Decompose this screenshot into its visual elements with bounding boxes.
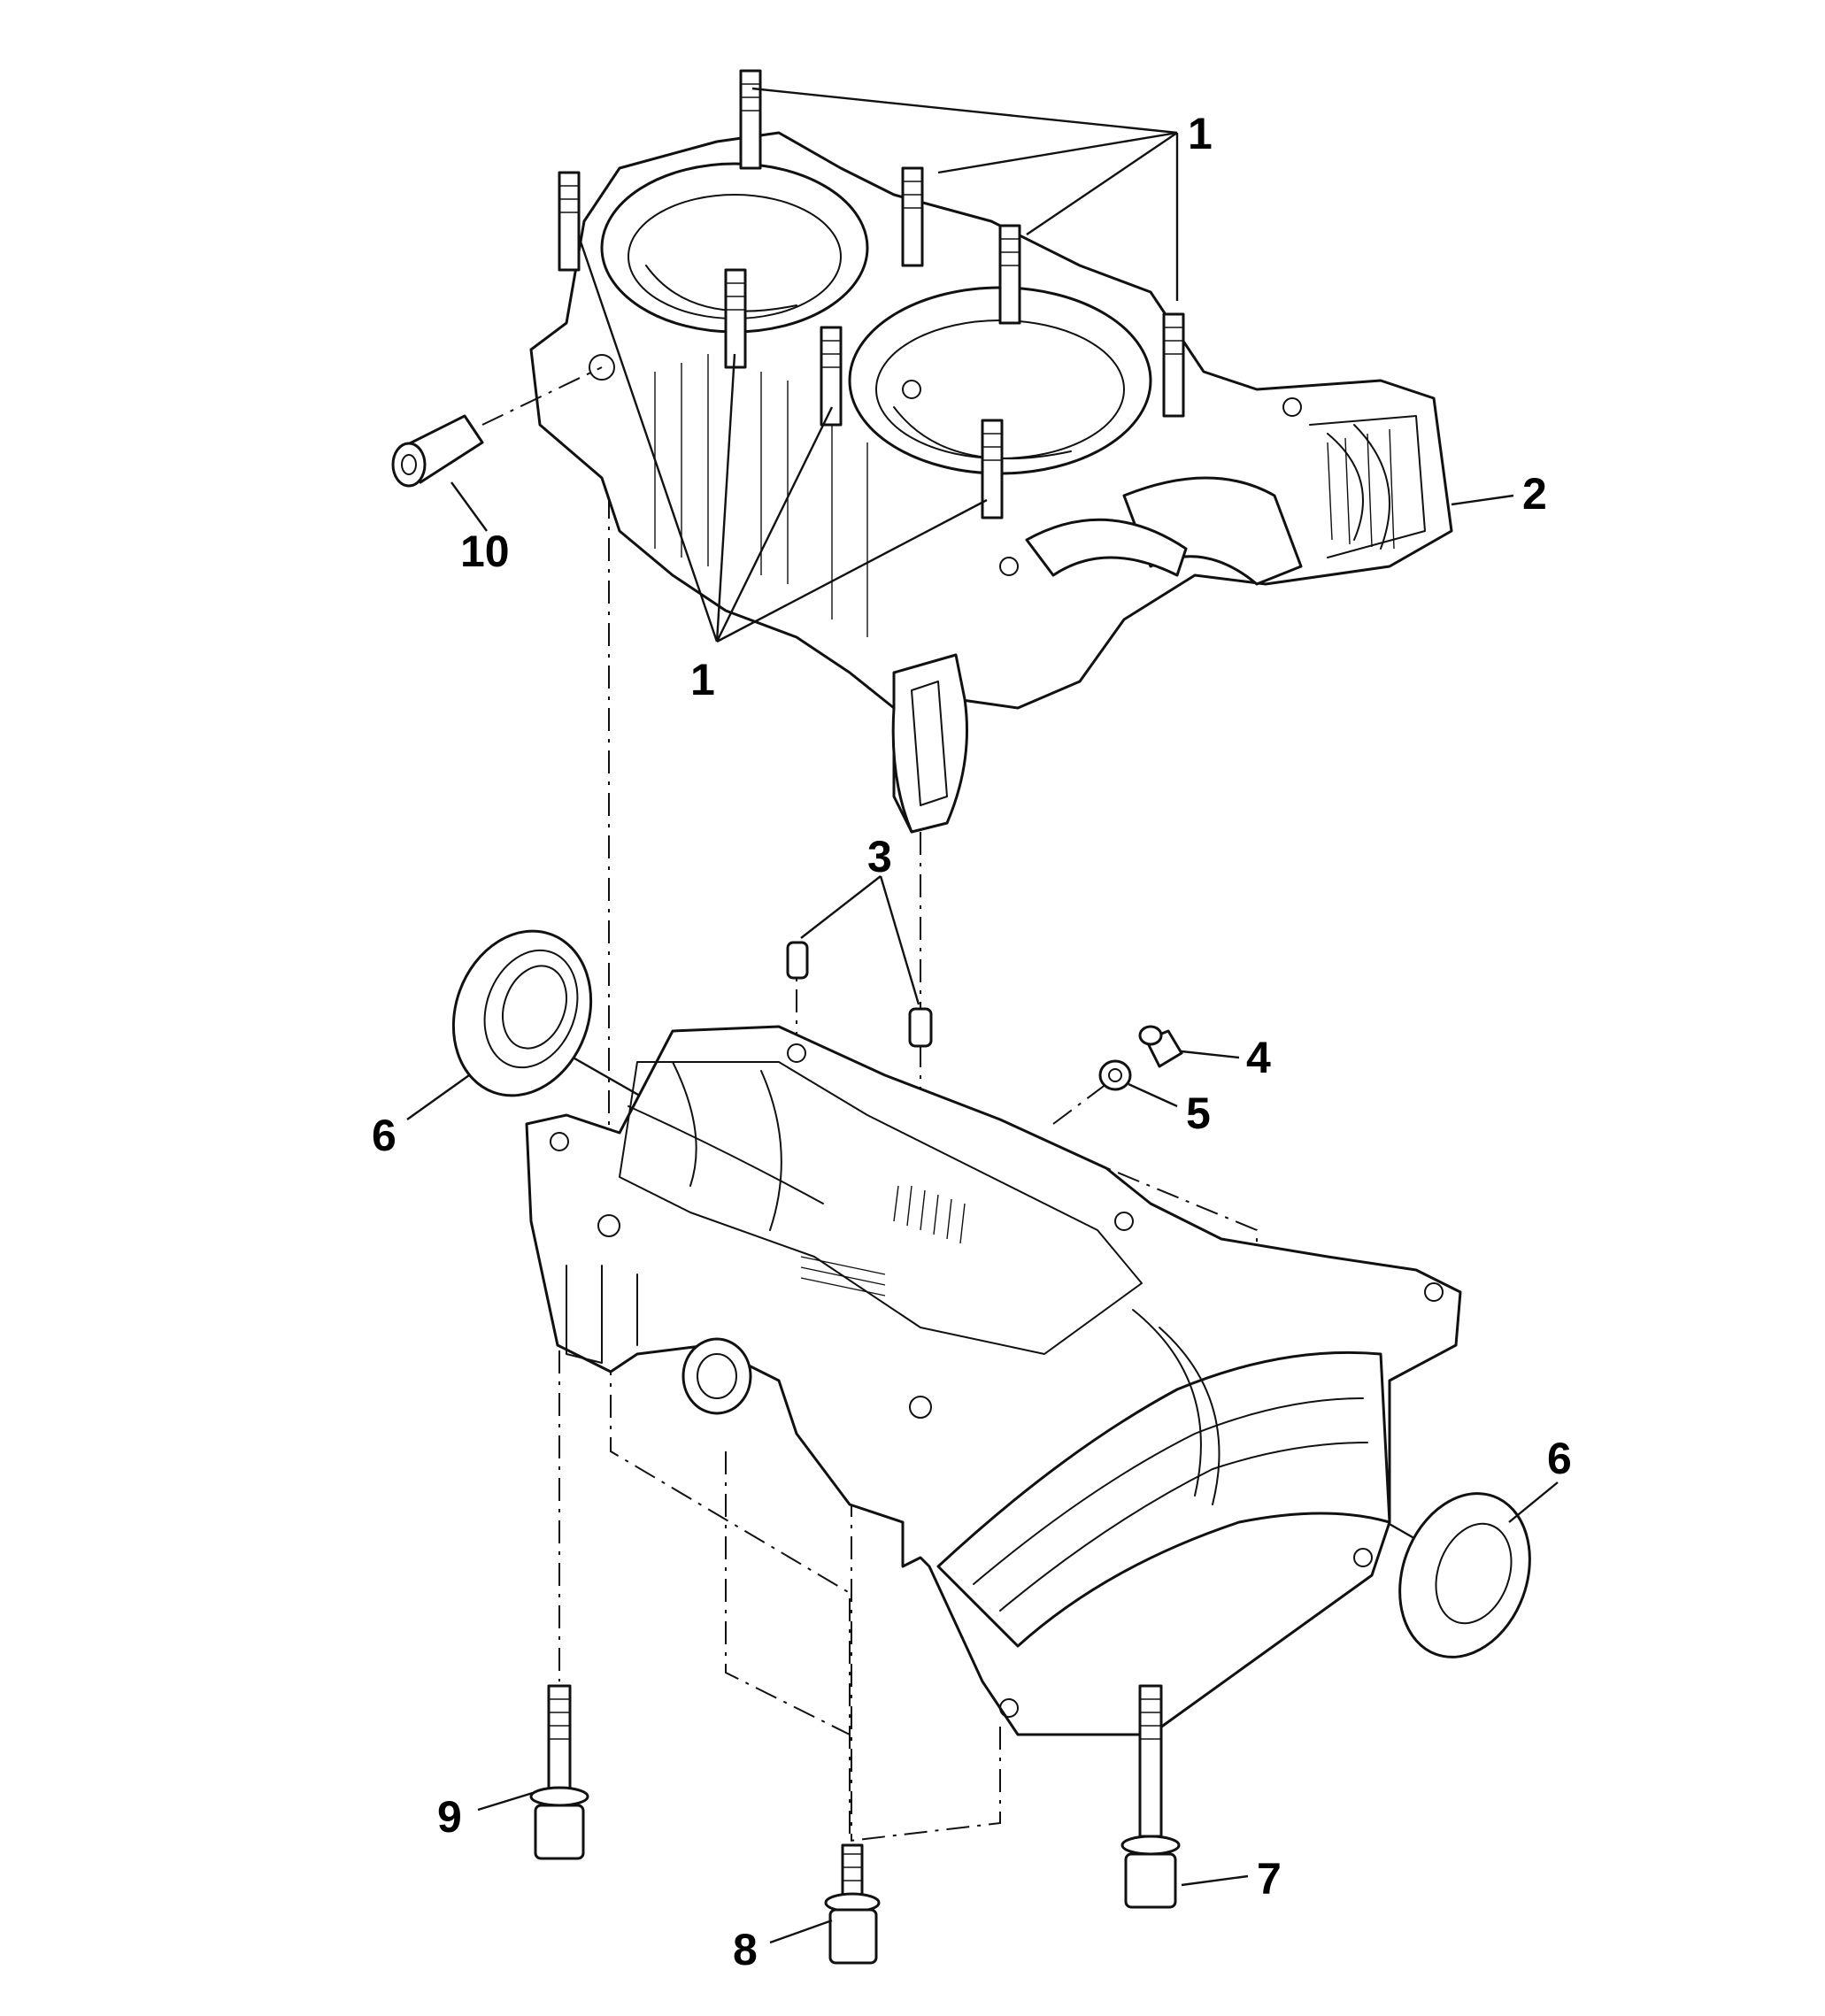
dowel-pin-1	[786, 941, 809, 980]
stud-8	[981, 419, 1004, 519]
lower-crankcase	[525, 1025, 1462, 1736]
callout-1-bottom: 1	[690, 655, 715, 704]
stud-4	[1162, 312, 1185, 418]
bolt-part-8	[824, 1843, 881, 1965]
callout-labels: 1 1 2 3 4 5 6 6 7 8 9 10	[372, 109, 1572, 1974]
callout-2: 2	[1522, 469, 1547, 519]
leader-lines	[406, 87, 1559, 1944]
dowel-pin-2	[908, 1007, 933, 1048]
upper-crankcase-shading	[654, 354, 1395, 637]
callout-1-top: 1	[1188, 109, 1213, 158]
gear-teeth	[800, 1185, 966, 1297]
callout-9: 9	[437, 1792, 462, 1842]
callout-4: 4	[1246, 1033, 1271, 1082]
callout-8: 8	[733, 1925, 758, 1974]
bolt-part-7	[1120, 1684, 1181, 1909]
stud-5	[558, 171, 581, 272]
stud-6	[724, 268, 747, 369]
stud-3	[998, 224, 1021, 325]
callout-5: 5	[1186, 1089, 1211, 1138]
oil-seal-right	[1398, 1492, 1531, 1658]
callout-10: 10	[460, 527, 510, 576]
stud-2	[901, 166, 924, 267]
callout-6-left: 6	[372, 1111, 397, 1160]
stud-7	[820, 326, 843, 427]
oil-seal-left	[451, 929, 593, 1097]
bolt-part-9	[529, 1684, 589, 1860]
stud-1	[739, 69, 762, 170]
callout-7: 7	[1257, 1854, 1282, 1904]
cylinder-studs	[558, 69, 1185, 519]
plug-and-washer	[1098, 1025, 1183, 1091]
dowel-pins	[786, 941, 933, 1048]
fitting-part-10	[391, 366, 603, 488]
callout-6-right: 6	[1547, 1434, 1572, 1483]
callout-3: 3	[867, 832, 892, 881]
